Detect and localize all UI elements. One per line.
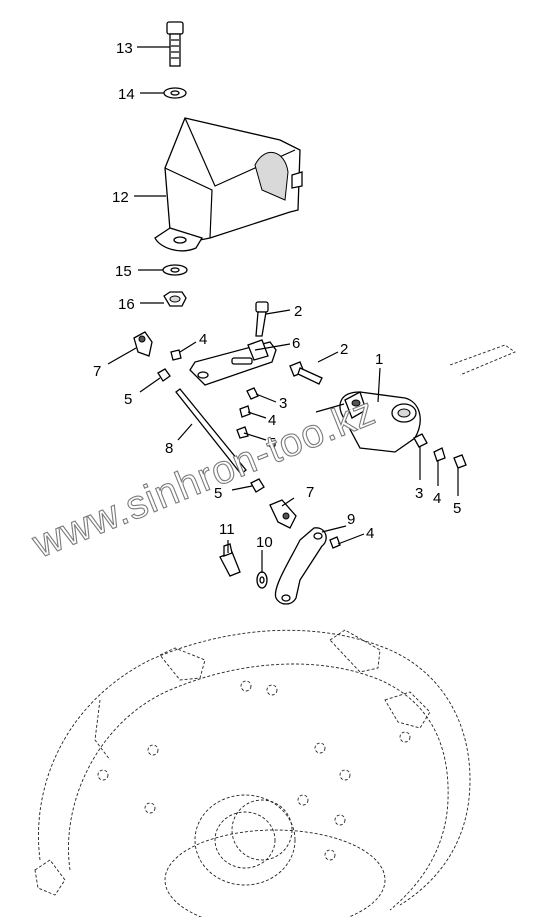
callout-11: 11 [219,521,235,538]
part-9-lever [274,527,327,605]
part-15-washer [162,264,188,276]
part-16-nut [163,291,187,307]
callout-4-upper: 4 [199,331,207,348]
part-7-clevis-upper [133,331,153,357]
part-1-solenoid [315,344,516,453]
leader-lines [107,46,459,573]
callout-4-center: 4 [268,412,276,429]
callout-6: 6 [292,335,300,352]
part-2-bolt-right [289,361,323,385]
part-5-nut-b [236,426,249,439]
callout-16: 16 [118,296,135,313]
watermark-text: www.sinhron-too.kz [26,389,382,567]
callout-5-lower: 5 [214,485,222,502]
callout-labels: 13 14 12 15 16 2 6 2 1 4 7 5 3 4 5 8 5 7… [93,40,461,551]
part-4-washer-d [433,447,446,462]
callout-14: 14 [118,86,135,103]
part-12-cover [154,117,303,252]
callout-2-upper: 2 [294,303,302,320]
part-5-nut-a [157,368,171,382]
part-4-washer-b [239,405,251,418]
part-3-nut-b [413,433,428,448]
part-5-nut-c [250,478,265,493]
part-14-washer [163,87,187,99]
part-4-washer-c [329,536,341,549]
part-2-bolt-upper [255,301,269,337]
callout-5-center: 5 [268,435,276,452]
callout-9: 9 [347,511,355,528]
callout-2-right: 2 [340,341,348,358]
callout-4-lower: 4 [366,525,374,542]
part-7-clevis-lower [269,499,297,529]
callout-3-center: 3 [279,395,287,412]
callout-10: 10 [256,534,273,551]
callout-12: 12 [112,189,129,206]
part-6-bracket [189,339,277,386]
callout-5-right: 5 [453,500,461,517]
part-11-bolt [219,543,241,577]
callout-5-upper: 5 [124,391,132,408]
callout-8: 8 [165,440,173,457]
flywheel-housing [34,629,471,917]
part-3-nut-a [246,387,259,400]
callout-7-upper: 7 [93,363,101,380]
callout-4-right: 4 [433,490,441,507]
callout-13: 13 [116,40,133,57]
part-4-washer-a [170,349,182,361]
part-8-rod [175,388,247,475]
part-10-washer [256,571,268,589]
callout-15: 15 [115,263,132,280]
callout-1: 1 [375,351,383,368]
part-13-bolt [166,21,184,67]
callout-3-right: 3 [415,485,423,502]
part-5-nut-d [453,454,467,469]
callout-7-lower: 7 [306,484,314,501]
